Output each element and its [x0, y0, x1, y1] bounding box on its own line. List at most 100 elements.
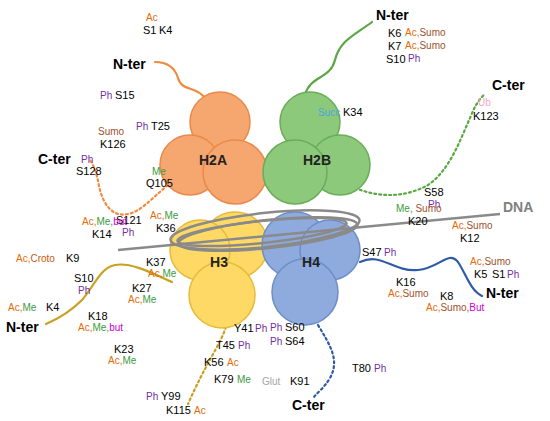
modification-label: Ac [146, 12, 158, 23]
residue-label: K79 [214, 373, 234, 385]
label-part: K20 [408, 215, 428, 227]
residue-label: T25 [151, 120, 170, 132]
modification-label: Ac [194, 405, 206, 416]
residue-label: K20 [408, 215, 428, 227]
label-part: Ac, [405, 27, 419, 38]
label-part: S15 [115, 89, 135, 101]
label-part: Me [152, 166, 166, 177]
residue-label: K8 [440, 290, 453, 302]
label-part: Sumo [484, 256, 510, 267]
label-part: Ac, [150, 210, 164, 221]
label-part: K23 [114, 343, 134, 355]
label-part: Y99 [161, 390, 181, 402]
label-part: DNA [503, 199, 533, 215]
modification-label: Ph [136, 121, 148, 132]
residue-label: S128 [76, 165, 102, 177]
residue-label: K36 [156, 222, 176, 234]
histone-tail [355, 94, 485, 195]
modification-label: Me, Sumo [396, 203, 442, 214]
residue-label: T80 [352, 362, 371, 374]
modification-label: Sumo [98, 126, 124, 137]
label-part: Ac [146, 12, 158, 23]
label-part: Ac, [108, 355, 122, 366]
lobe-domain [203, 140, 267, 204]
label-part: Me [22, 302, 36, 313]
histone-name: H2A [158, 152, 268, 168]
label-part: K5 [474, 268, 487, 280]
label-part: but [113, 216, 127, 227]
label-part: K123 [473, 110, 499, 122]
label-part: S60 [285, 321, 305, 333]
modification-label: Ph [78, 285, 90, 296]
dna-loop [176, 212, 347, 252]
lobe-shape [158, 90, 268, 208]
label-part: Ph [122, 227, 134, 238]
modification-label: Ph [507, 269, 519, 280]
histone-name: H3 [168, 254, 270, 270]
label-part: Ph [78, 285, 90, 296]
label-part: Ac [227, 357, 239, 368]
label-part: K34 [343, 106, 363, 118]
histone-tail [314, 325, 334, 397]
label-part: C-ter [492, 77, 525, 93]
label-part: Sumo [413, 203, 442, 214]
histone-name: H2B [262, 152, 372, 168]
label-part: K12 [460, 232, 480, 244]
residue-label: T45 [216, 339, 235, 351]
residue-label: K7 [388, 40, 401, 52]
label-part: Ac, [470, 256, 484, 267]
label-part: Sumo [466, 220, 492, 231]
residue-label: K18 [88, 310, 108, 322]
label-part: N-ter [6, 319, 39, 335]
label-part: K91 [290, 375, 310, 387]
label-part: Ph [507, 269, 519, 280]
residue-label: K126 [100, 138, 126, 150]
label-part: Glut [262, 376, 280, 387]
modification-label: Ac,Me,but [78, 322, 123, 333]
modification-label: Ph [270, 322, 282, 333]
label-part: Me [164, 210, 178, 221]
modification-label: Ph [100, 90, 112, 101]
label-part: K36 [156, 222, 176, 234]
label-part: Ph [384, 247, 396, 258]
modification-label: Ph [81, 154, 93, 165]
modification-label: Ac,Croto [16, 253, 55, 264]
modification-label: Glut [262, 376, 280, 387]
modification-label: Ac,Me [108, 355, 136, 366]
label-part: Ph [408, 53, 420, 64]
label-part: K9 [66, 252, 79, 264]
modification-label: Ph [384, 247, 396, 258]
label-part: Ac, [82, 216, 96, 227]
label-part: K79 [214, 373, 234, 385]
modification-label: Ac,Sumo [405, 27, 446, 38]
label-part: Succ [318, 107, 340, 118]
label-part: K6 [388, 27, 401, 39]
modification-label: Ph [374, 363, 386, 374]
label-part: Ph [374, 363, 386, 374]
residue-label: K34 [343, 106, 363, 118]
modification-label: Succ [318, 107, 340, 118]
terminus-label: N-ter [486, 286, 519, 301]
lobe-domain [189, 262, 255, 328]
modification-label: Ac,Me,but [82, 216, 127, 227]
dna-label: DNA [503, 200, 533, 215]
residue-label: S64 [285, 335, 305, 347]
label-part: Ac, [8, 302, 22, 313]
histone-name: H4 [260, 254, 362, 270]
label-part: Ph [100, 90, 112, 101]
modification-label: Ph [238, 340, 250, 351]
label-part: Ac, [16, 253, 30, 264]
label-part: But [469, 302, 484, 313]
label-part: Sumo [419, 27, 445, 38]
histone-tail [46, 264, 172, 324]
terminus-label: C-ter [492, 78, 525, 93]
histone-lobe: H2A [158, 90, 268, 208]
label-part: Me [237, 374, 251, 385]
label-part: Ph [238, 340, 250, 351]
modification-label: Ub [478, 97, 491, 108]
label-part: Ph [81, 154, 93, 165]
residue-label: K123 [473, 110, 499, 122]
label-part: Sumo, [440, 302, 469, 313]
